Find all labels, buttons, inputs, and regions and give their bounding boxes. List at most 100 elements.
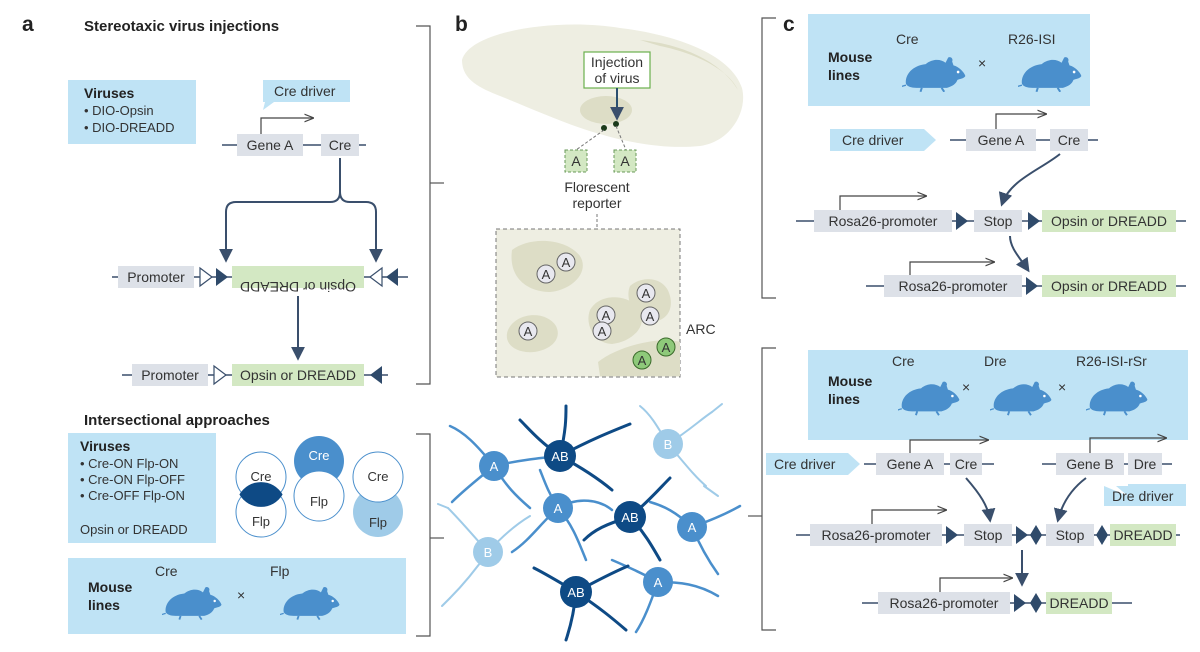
- gene-a-box: [876, 453, 944, 475]
- svg-text:Flp: Flp: [310, 494, 328, 509]
- stop-box: [1046, 524, 1094, 546]
- panel-a-title: Stereotaxic virus injections: [84, 18, 279, 35]
- injection-label: of virus: [594, 70, 639, 86]
- hypothalamus-region: [580, 96, 632, 124]
- svg-text:Stop: Stop: [1056, 527, 1085, 543]
- payload-box: [1042, 275, 1176, 297]
- svg-text:Rosa26-promoter: Rosa26-promoter: [822, 527, 931, 543]
- mouse-lines-label: Mouse: [828, 49, 873, 65]
- svg-text:A: A: [602, 308, 611, 323]
- intersectional-virus-item: • Cre-OFF Flp-ON: [80, 488, 185, 503]
- venn-cre-on-flp-off: Cre Flp: [293, 436, 345, 522]
- mouse-name-r26-isi-rsr: R26-ISI-rSr: [1076, 353, 1147, 369]
- svg-text:B: B: [664, 437, 673, 452]
- virus-item: • DIO-Opsin: [84, 103, 154, 118]
- payload-label: Opsin or DREADD: [240, 367, 356, 383]
- svg-text:A: A: [542, 267, 551, 282]
- svg-text:A: A: [490, 459, 499, 474]
- svg-text:AB: AB: [621, 510, 638, 525]
- venn-cre-on-flp-on: Cre Flp: [235, 451, 287, 538]
- svg-text:Rosa26-promoter: Rosa26-promoter: [890, 595, 999, 611]
- rosa26-promoter-box: [878, 592, 1010, 614]
- payload-box: [1046, 592, 1112, 614]
- gene-a-box: [966, 129, 1036, 151]
- promoter-box: [132, 364, 208, 386]
- svg-text:B: B: [484, 545, 493, 560]
- cross-symbol: ×: [237, 587, 245, 603]
- panel-letter-b: b: [455, 13, 468, 36]
- svg-text:A: A: [654, 575, 663, 590]
- cre-box: [321, 134, 359, 156]
- svg-text:A: A: [598, 324, 607, 339]
- mouse-name-flp: Flp: [270, 563, 290, 579]
- svg-text:A: A: [554, 501, 563, 516]
- svg-text:Cre: Cre: [251, 469, 272, 484]
- panel-c: c Mouse lines Cre R26-ISI × Cre driver G…: [748, 13, 1188, 631]
- cross-symbol: ×: [962, 379, 970, 395]
- injection-label: Injection: [591, 54, 643, 70]
- cre-driver-label: Cre driver: [274, 83, 336, 99]
- dre-driver-label: Dre driver: [1112, 488, 1174, 504]
- cross-symbol: ×: [1058, 379, 1066, 395]
- svg-text:A: A: [620, 153, 630, 169]
- svg-text:Rosa26-promoter: Rosa26-promoter: [829, 213, 938, 229]
- intersectional-title: Intersectional approaches: [84, 412, 270, 429]
- svg-text:Stop: Stop: [974, 527, 1003, 543]
- panel-b: b Injection of virus A A Florescent repo…: [437, 13, 744, 642]
- mouse-lines-label: Mouse: [88, 579, 133, 595]
- promoter-label: Promoter: [127, 269, 185, 285]
- inverted-payload-label: Opsin or DREADD: [240, 279, 356, 295]
- svg-text:A: A: [662, 340, 671, 355]
- payload-box: [1042, 210, 1176, 232]
- promoter-box: [118, 266, 194, 288]
- panel-a: a Stereotaxic virus injections Viruses •…: [22, 13, 444, 637]
- svg-text:A: A: [638, 353, 647, 368]
- svg-text:AB: AB: [567, 585, 584, 600]
- gene-a-box: [237, 134, 303, 156]
- reporter-tag: [613, 149, 637, 173]
- mouse-lines-label: lines: [828, 67, 860, 83]
- lox2272-marker: [216, 268, 228, 286]
- svg-text:Gene A: Gene A: [978, 132, 1025, 148]
- svg-text:A: A: [524, 324, 533, 339]
- rosa26-promoter-box: [810, 524, 942, 546]
- loxp-open-marker: [369, 266, 383, 288]
- rox-marker: [1096, 525, 1108, 545]
- mouse-lines-label: lines: [828, 391, 860, 407]
- svg-text:Cre: Cre: [955, 456, 978, 472]
- svg-text:Gene A: Gene A: [887, 456, 934, 472]
- svg-text:Flp: Flp: [252, 514, 270, 529]
- svg-text:A: A: [642, 286, 651, 301]
- cre-driver-label: Cre driver: [774, 456, 836, 472]
- rox-marker: [1030, 525, 1042, 545]
- svg-text:Cre: Cre: [368, 469, 389, 484]
- svg-text:A: A: [571, 153, 581, 169]
- svg-text:Cre: Cre: [1058, 132, 1081, 148]
- svg-text:Cre: Cre: [309, 448, 330, 463]
- reporter-label: Florescent: [564, 179, 629, 195]
- cross-symbol: ×: [978, 55, 986, 71]
- svg-text:DREADD: DREADD: [1049, 595, 1108, 611]
- loxp-open-marker: [199, 266, 213, 288]
- svg-text:Opsin or DREADD: Opsin or DREADD: [1051, 213, 1167, 229]
- cre-driver-callout: [263, 80, 350, 110]
- stop-box: [974, 210, 1022, 232]
- rosa26-promoter-box: [814, 210, 952, 232]
- svg-text:Opsin or DREADD: Opsin or DREADD: [1051, 278, 1167, 294]
- viruses-heading: Viruses: [84, 85, 135, 101]
- panel-letter-c: c: [783, 13, 795, 36]
- intersectional-viruses-box: [68, 433, 216, 543]
- cre-driver-callout: [830, 129, 936, 151]
- neuron-cells: A AB B A AB A B AB A: [473, 429, 707, 608]
- dre-box: [1128, 453, 1162, 475]
- payload-box: [1110, 524, 1176, 546]
- svg-text:A: A: [562, 255, 571, 270]
- svg-text:DREADD: DREADD: [1113, 527, 1172, 543]
- svg-text:AB: AB: [551, 449, 568, 464]
- cre-driver-callout: [766, 453, 860, 475]
- svg-text:Gene B: Gene B: [1066, 456, 1113, 472]
- cre-box: [950, 453, 982, 475]
- cre-driver-label: Cre driver: [842, 132, 904, 148]
- intersectional-virus-item: • Cre-ON Flp-OFF: [80, 472, 185, 487]
